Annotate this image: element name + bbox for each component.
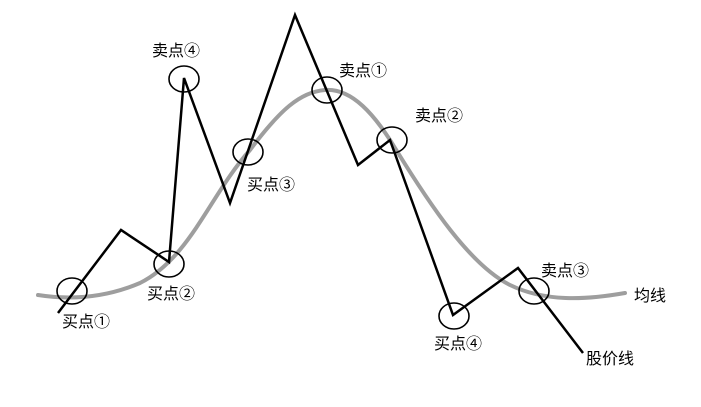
sell-point-4-label: 卖点④ [152,41,200,60]
sell-point-2-marker [376,126,408,154]
buy-point-3-label: 买点③ [247,175,295,194]
buy-point-3-marker [232,138,264,166]
sell-point-1-marker [311,76,343,104]
buy-point-1-label: 买点① [62,312,110,331]
sell-point-2-label: 卖点② [415,106,463,125]
sell-point-3-marker [518,277,550,305]
stock-price-line [57,11,584,354]
sell-point-1-label: 卖点① [339,61,387,80]
buy-point-2-marker [153,250,185,278]
moving-average-curve [36,87,627,301]
buy-point-4-marker [438,302,470,330]
moving-average-label: 均线 [634,286,666,305]
sell-point-4-marker [168,65,200,93]
buy-point-1-marker [56,277,88,305]
stock-price-line-label: 股价线 [586,349,634,368]
buy-point-2-label: 买点② [147,284,195,303]
buy-point-4-label: 买点④ [434,334,482,353]
sell-point-3-label: 卖点③ [541,261,589,280]
